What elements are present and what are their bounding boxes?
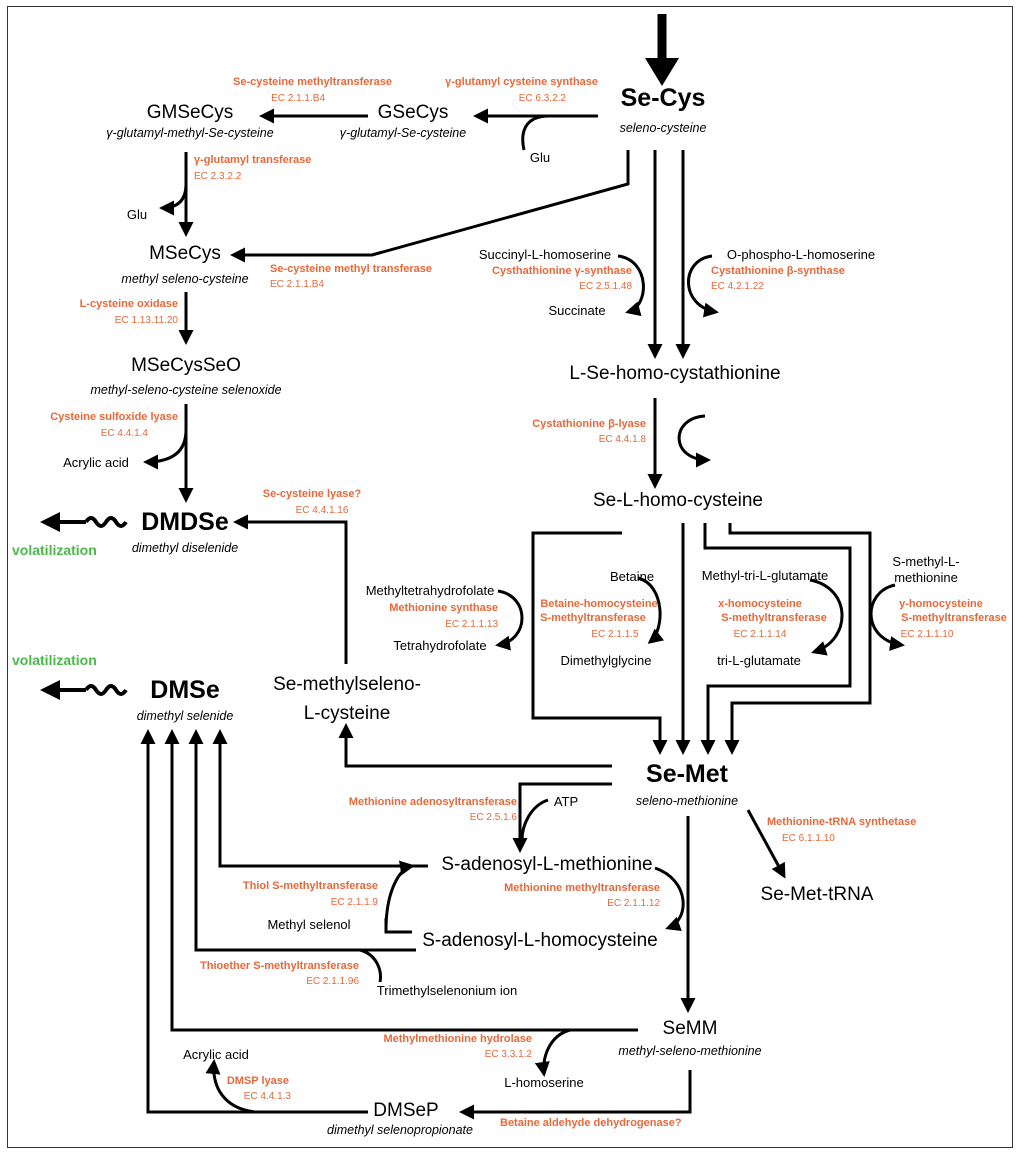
compound-tetrahydrofolate: Tetrahydrofolate [393, 638, 487, 653]
ec-methionine-methyltransferase: EC 2.1.1.12 [607, 898, 660, 909]
enzyme-glutamyl-cysteine-synthase: γ-glutamyl cysteine synthase [445, 76, 598, 88]
compound-tri-l-glutamate: tri-L-glutamate [717, 653, 801, 668]
ec-thiol-s-methyltransferase: EC 2.1.1.9 [330, 897, 378, 908]
compound-betaine: Betaine [609, 569, 655, 584]
node-msecys: MSeCys [149, 243, 221, 264]
enzyme-cystathionine-beta-lyase: Cystathionine β-lyase [532, 418, 646, 430]
compound-methyltetrahydrofolate: Methyltetrahydrofolate [365, 583, 495, 598]
enzyme-se-cysteine-methyltransferase-1: Se-cysteine methyltransferase [233, 76, 392, 88]
compound-s-methyl-l-methionine-2: methionine [894, 570, 958, 585]
compound-methyl-tri-l-glutamate: Methyl-tri-L-glutamate [701, 568, 829, 583]
enzyme-x-homocysteine-1: x-homocysteine [718, 598, 802, 610]
node-gmsecys: GMSeCys [146, 102, 234, 123]
ec-se-cysteine-methyltransferase-1: EC 2.1.1.B4 [271, 93, 325, 104]
ec-betaine-homocysteine: EC 2.1.1.5 [591, 629, 639, 640]
enzyme-glutamyl-transferase: γ-glutamyl transferase [194, 154, 312, 166]
compound-atp: ATP [553, 794, 579, 809]
node-se-methylseleno-l-cysteine-1: Se-methylseleno- [273, 674, 421, 695]
ec-l-cysteine-oxidase: EC 1.13.11.20 [114, 315, 178, 326]
ec-methionine-trna-synthetase: EC 6.1.1.10 [782, 833, 835, 844]
ec-thioether-s-methyltransferase: EC 2.1.1.96 [306, 976, 359, 987]
node-dmse: DMSe [150, 676, 220, 704]
ec-cystathionine-beta-lyase: EC 4.4.1.8 [598, 434, 646, 445]
enzyme-y-homocysteine-2: S-methyltransferase [901, 612, 1007, 624]
node-secys: Se-Cys [620, 84, 706, 112]
enzyme-betaine-homocysteine-2: S-methyltransferase [540, 612, 646, 624]
compound-methyl-selenol: Methyl selenol [267, 917, 351, 932]
node-dmsep: DMSeP [373, 1100, 439, 1121]
compound-acrylic-acid-1: Acrylic acid [63, 455, 129, 470]
ec-cysteine-sulfoxide-lyase: EC 4.4.1.4 [100, 428, 148, 439]
ec-glutamyl-cysteine-synthase: EC 6.3.2.2 [518, 93, 566, 104]
enzyme-cysteine-sulfoxide-lyase: Cysteine sulfoxide lyase [50, 411, 178, 423]
ec-se-cysteine-lyase: EC 4.4.1.16 [295, 505, 349, 516]
enzyme-methylmethionine-hydrolase: Methylmethionine hydrolase [383, 1033, 532, 1045]
node-dmdse: DMDSe [141, 508, 229, 536]
ec-methionine-adenosyltransferase: EC 2.5.1.6 [469, 812, 517, 823]
node-msecysseo: MSeCysSeO [131, 355, 241, 376]
node-semet-sub: seleno-methionine [635, 794, 739, 808]
node-semm: SeMM [662, 1018, 718, 1039]
ec-y-homocysteine: EC 2.1.1.10 [900, 629, 954, 640]
node-semm-sub: methyl-seleno-methionine [618, 1044, 762, 1058]
ec-methionine-synthase: EC 2.1.1.13 [445, 619, 498, 630]
node-msecys-sub: methyl seleno-cysteine [121, 272, 249, 286]
enzyme-x-homocysteine-2: S-methyltransferase [721, 612, 827, 624]
volatilization-label-2: volatilization [12, 652, 97, 668]
ec-x-homocysteine: EC 2.1.1.14 [733, 629, 787, 640]
node-l-se-homo-cystathionine: L-Se-homo-cystathionine [569, 363, 781, 384]
node-se-met-trna: Se-Met-tRNA [760, 884, 874, 905]
enzyme-thioether-s-methyltransferase: Thioether S-methyltransferase [200, 960, 359, 972]
compound-glu-1: Glu [529, 150, 551, 165]
node-secys-sub: seleno-cysteine [619, 121, 707, 135]
compound-glu-2: Glu [126, 207, 148, 222]
compound-l-homoserine: L-homoserine [504, 1075, 584, 1090]
ec-methylmethionine-hydrolase: EC 3.3.1.2 [484, 1049, 532, 1060]
enzyme-se-cysteine-methyl-transferase-2: Se-cysteine methyl transferase [270, 263, 433, 275]
node-dmse-sub: dimethyl selenide [136, 709, 234, 723]
node-gmsecys-sub: γ-glutamyl-methyl-Se-cysteine [106, 126, 274, 140]
compound-dimethylglycine: Dimethylglycine [560, 653, 652, 668]
node-semet: Se-Met [646, 760, 728, 788]
ec-se-cysteine-methyl-transferase-2: EC 2.1.1.B4 [270, 279, 324, 290]
node-gsecys: GSeCys [377, 102, 449, 123]
enzyme-thiol-s-methyltransferase: Thiol S-methyltransferase [242, 880, 378, 892]
compound-s-methyl-l-methionine-1: S-methyl-L- [892, 554, 960, 569]
node-sam: S-adenosyl-L-methionine [441, 854, 653, 875]
ec-cystathionine-beta-synthase: EC 4.2.1.22 [711, 281, 764, 292]
enzyme-betaine-aldehyde-dehydrogenase: Betaine aldehyde dehydrogenase? [500, 1117, 682, 1129]
enzyme-methionine-adenosyltransferase: Methionine adenosyltransferase [348, 796, 517, 808]
ec-glutamyl-transferase: EC 2.3.2.2 [194, 171, 242, 182]
enzyme-y-homocysteine-1: y-homocysteine [899, 598, 983, 610]
node-msecysseo-sub: methyl-seleno-cysteine selenoxide [90, 383, 282, 397]
enzyme-l-cysteine-oxidase: L-cysteine oxidase [79, 298, 178, 310]
enzyme-methionine-trna-synthetase: Methionine-tRNA synthetase [767, 816, 917, 828]
node-se-l-homo-cysteine: Se-L-homo-cysteine [592, 490, 764, 511]
compound-trimethylselenonium-ion: Trimethylselenonium ion [376, 983, 518, 998]
ec-cysthathionine-gamma-synthase: EC 2.5.1.48 [579, 281, 632, 292]
node-se-methylseleno-l-cysteine-2: L-cysteine [303, 703, 391, 724]
enzyme-se-cysteine-lyase: Se-cysteine lyase? [262, 488, 362, 500]
compound-o-phospho-l-homoserine: O-phospho-L-homoserine [726, 247, 876, 262]
enzyme-methionine-synthase: Methionine synthase [389, 602, 498, 614]
volatilization-label-1: volatilization [12, 542, 97, 558]
node-gsecys-sub: γ-glutamyl-Se-cysteine [339, 126, 467, 140]
node-dmdse-sub: dimethyl diselenide [131, 541, 239, 555]
enzyme-betaine-homocysteine-1: Betaine-homocysteine [540, 598, 658, 610]
enzyme-dmsp-lyase: DMSP lyase [226, 1075, 289, 1087]
enzyme-cysthathionine-gamma-synthase: Cysthathionine γ-synthase [492, 265, 632, 277]
compound-succinyl-l-homoserine: Succinyl-L-homoserine [478, 247, 612, 262]
ec-dmsp-lyase: EC 4.4.1.3 [243, 1091, 291, 1102]
node-sah: S-adenosyl-L-homocysteine [422, 930, 658, 951]
diagram-frame [7, 6, 1013, 1148]
enzyme-cystathionine-beta-synthase: Cystathionine β-synthase [711, 265, 845, 277]
node-dmsep-sub: dimethyl selenopropionate [327, 1123, 473, 1137]
compound-acrylic-acid-2: Acrylic acid [183, 1047, 249, 1062]
compound-succinate: Succinate [548, 303, 606, 318]
enzyme-methionine-methyltransferase: Methionine methyltransferase [504, 882, 660, 894]
